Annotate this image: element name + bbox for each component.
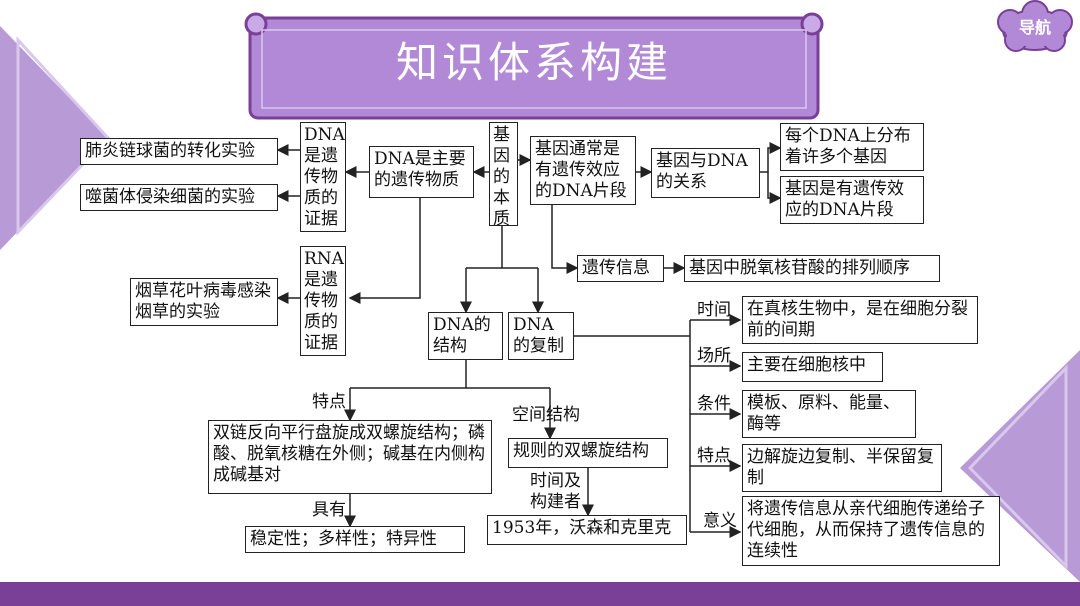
left-triangle-outline — [16, 36, 111, 236]
label-time: 时间 — [697, 300, 731, 320]
node-sequence: 基因中脱氧核苷酸的排列顺序 — [684, 255, 940, 282]
right-triangle-outline — [967, 364, 1068, 570]
title-banner — [248, 16, 820, 120]
label-time-builder: 时间及构建者 — [530, 471, 581, 512]
label-meaning: 意义 — [703, 511, 737, 531]
node-gene-segment: 基因通常是有遗传效应的DNA片段 — [530, 136, 636, 205]
node-builders: 1953年，沃森和克里克 — [487, 515, 687, 545]
label-spatial: 空间结构 — [512, 405, 580, 425]
node-phage: 噬菌体侵染细菌的实验 — [80, 184, 278, 211]
node-gene-is-segment: 基因是有遗传效应的DNA片段 — [780, 176, 924, 224]
label-features: 特点 — [312, 392, 346, 412]
node-rep-time: 在真核生物中，是在细胞分裂前的间期 — [742, 296, 978, 344]
label-has: 具有 — [312, 500, 346, 520]
node-dna-evidence: DNA是遗传物质的证据 — [300, 122, 346, 232]
node-double-helix: 规则的双螺旋结构 — [508, 438, 668, 468]
node-rna-evidence: RNA是遗传物质的证据 — [300, 246, 346, 356]
node-dna-replication: DNA的复制 — [508, 312, 574, 360]
node-genetic-info: 遗传信息 — [577, 255, 664, 282]
node-gene-dna-relation: 基因与DNA的关系 — [651, 148, 760, 198]
node-dna-main: DNA是主要的遗传物质 — [369, 146, 474, 198]
label-condition: 条件 — [697, 394, 731, 414]
node-tobacco: 烟草花叶病毒感染烟草的实验 — [130, 278, 278, 326]
node-rep-features: 边解旋边复制、半保留复制 — [742, 444, 942, 492]
title-banner-inner — [261, 29, 807, 109]
page-title: 知识体系构建 — [395, 38, 672, 87]
label-place: 场所 — [697, 346, 731, 366]
node-rep-place: 主要在细胞核中 — [742, 352, 883, 382]
right-triangle-decoration — [960, 350, 1080, 582]
node-features-text: 双链反向平行盘旋成双螺旋结构；磷酸、脱氧核糖在外侧；碱基在内侧构成碱基对 — [208, 420, 492, 494]
node-gene-essence: 基因的本质 — [489, 122, 518, 229]
node-pneumococcus: 肺炎链球菌的转化实验 — [80, 138, 278, 165]
banner-scroll-right — [800, 12, 824, 36]
node-rep-meaning: 将遗传信息从亲代细胞传递给子代细胞，从而保持了遗传信息的连续性 — [742, 496, 1000, 566]
node-properties: 稳定性；多样性；特异性 — [245, 526, 465, 553]
left-triangle-decoration — [0, 26, 108, 250]
nav-button[interactable]: 导航 — [1018, 18, 1051, 37]
bottom-bar — [0, 582, 1080, 606]
node-dna-structure: DNA的结构 — [428, 312, 503, 360]
nav-cloud-fill — [1005, 11, 1065, 47]
node-many-genes: 每个DNA上分布着许多个基因 — [780, 123, 924, 171]
node-rep-conditions: 模板、原料、能量、酶等 — [742, 390, 916, 438]
banner-scroll-left — [244, 12, 268, 36]
label-feature: 特点 — [697, 446, 731, 466]
